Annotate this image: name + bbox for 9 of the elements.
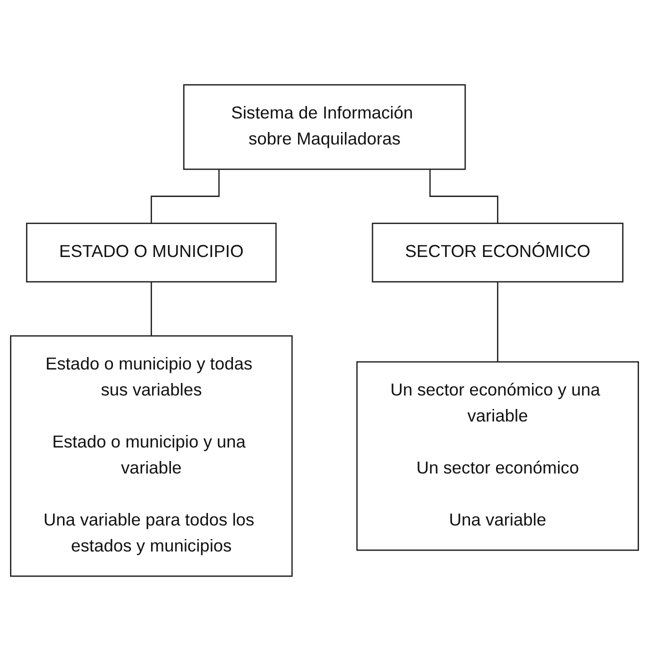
connector <box>150 169 220 224</box>
node-box: ESTADO O MUNICIPIO <box>26 222 277 282</box>
node-box: Estado o municipio y todas sus variables Estado o municipio y una variable Una variable para todos los estados y municipios <box>10 335 293 577</box>
node-box: Sistema de Información sobre Maquiladoras <box>183 84 466 170</box>
connector <box>150 282 152 337</box>
connector <box>429 169 498 224</box>
connector <box>497 282 498 363</box>
node-box: SECTOR ECONÓMICO <box>372 222 624 282</box>
node-box: Un sector económico y una variable Un sector económico Una variable <box>356 361 639 551</box>
